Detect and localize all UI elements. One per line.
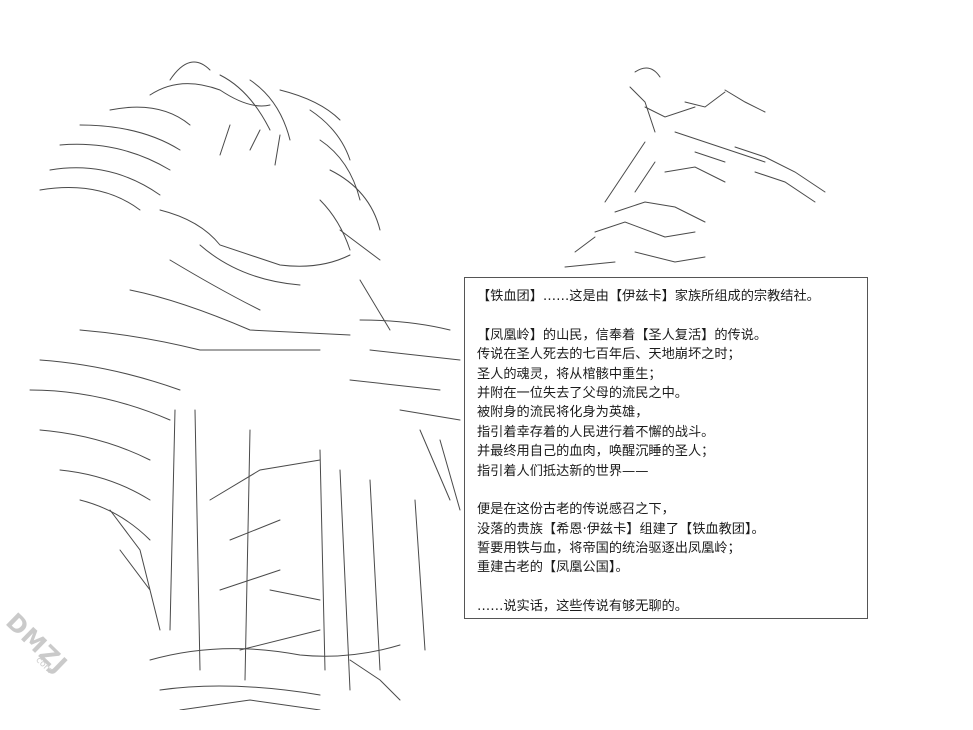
narration-line: 圣人的魂灵，将从棺骸中重生； [477,366,662,382]
narration-line: 誓要用铁与血，将帝国的统治驱逐出凤凰岭； [477,541,741,557]
narration-line: 指引着人们抵达新的世界—— [477,463,649,479]
narration-line: 【凤凰岭】的山民，信奉着【圣人复活】的传说。 [477,327,768,343]
narration-line: 没落的贵族【希恩·伊兹卡】组建了【铁血教团】。 [477,521,765,537]
character-line-art [29,61,461,710]
watermark-main-text: DMZJ [0,607,74,680]
narration-box: 【铁血团】……这是由【伊兹卡】家族所组成的宗教结社。 【凤凰岭】的山民，信奉着【… [464,277,868,619]
narration-line: 并附在一位失去了父母的流民之中。 [477,385,688,401]
narration-line: 并最终用自己的血肉，唤醒沉睡的圣人； [477,444,715,460]
narration-line [477,481,859,500]
narration-line: 【铁血团】……这是由【伊兹卡】家族所组成的宗教结社。 [477,289,820,304]
narration-text: 【铁血团】……这是由【伊兹卡】家族所组成的宗教结社。 【凤凰岭】的山民，信奉着【… [477,287,859,617]
bird-line-art [564,67,826,268]
narration-line: 重建古老的【凤凰公国】。 [477,560,629,576]
narration-line: ……说实话，这些传说有够无聊的。 [477,599,688,615]
watermark-logo: DMZJ com [0,602,79,730]
narration-line: 便是在这份古老的传说感召之下， [477,502,675,518]
narration-line: 被附身的流民将化身为英雄， [477,405,649,421]
narration-line [477,306,859,325]
narration-line [477,578,859,597]
narration-line: 指引着幸存着的人民进行着不懈的战斗。 [477,424,715,440]
narration-line: 传说在圣人死去的七百年后、天地崩坏之时； [477,347,741,363]
